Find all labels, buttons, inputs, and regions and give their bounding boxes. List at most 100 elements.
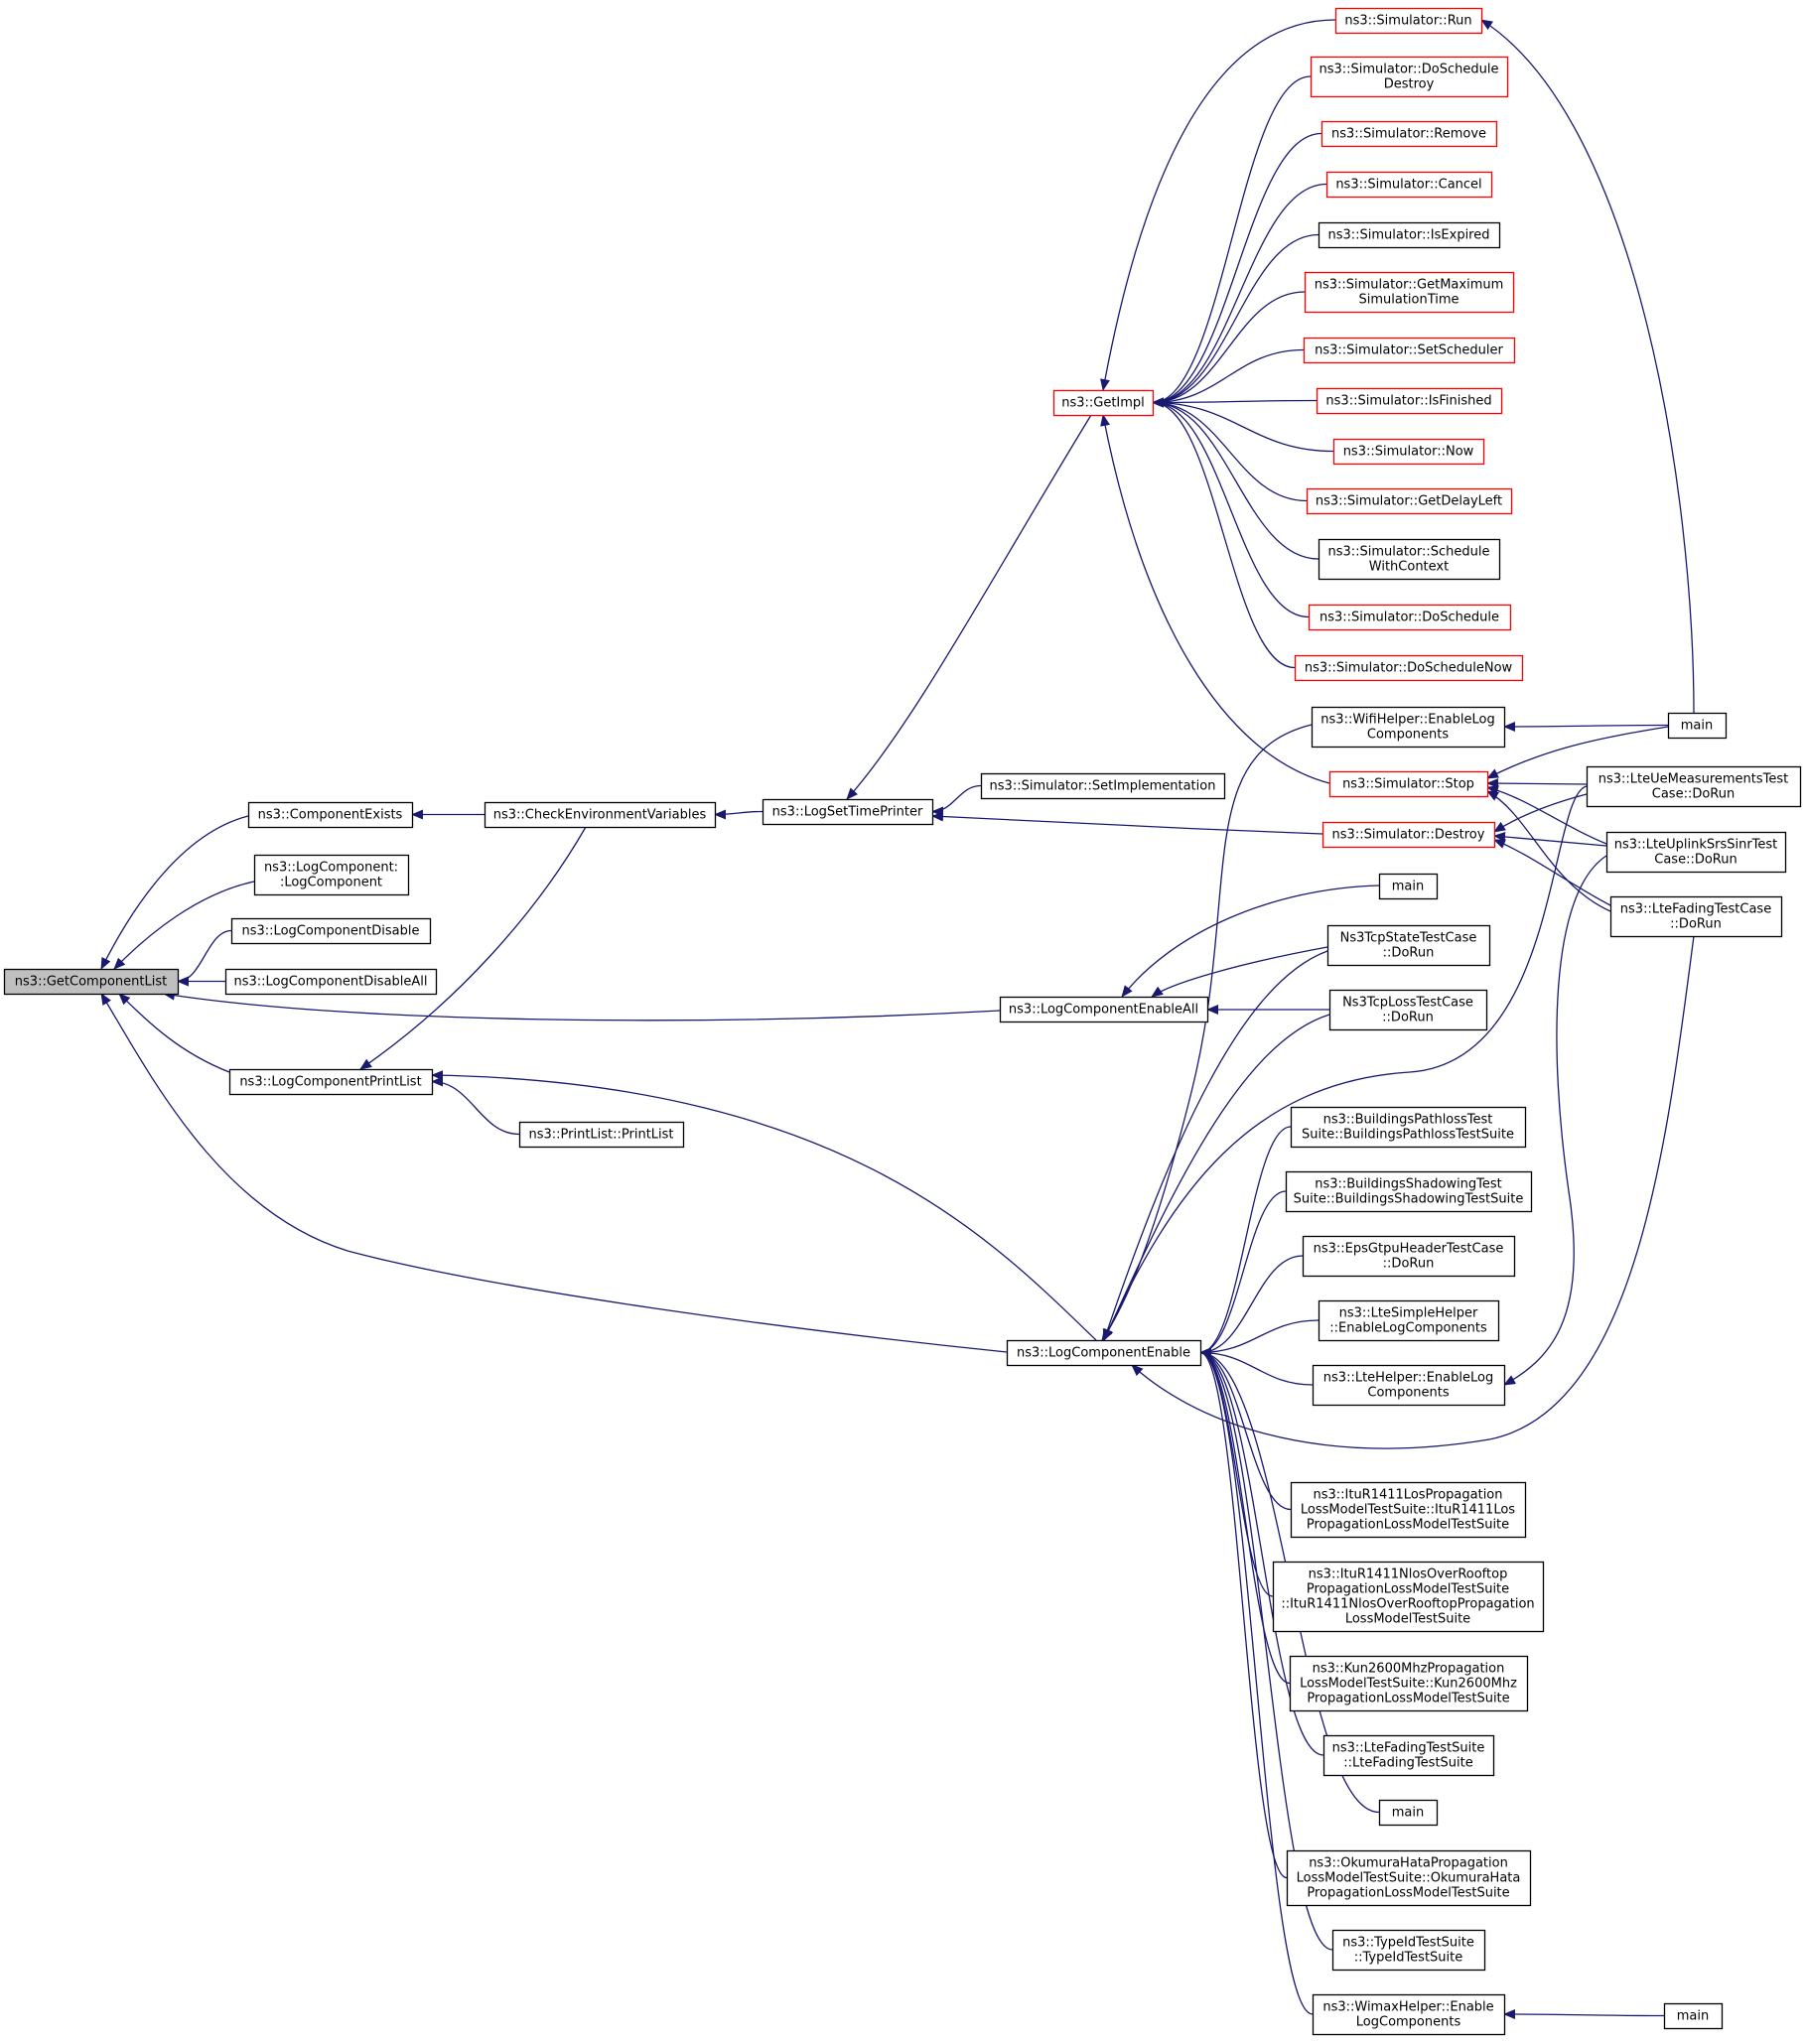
- edge-logcomponentenable-to-getcomponentlist: [100, 993, 1008, 1353]
- node-sim-getdelayleft[interactable]: ns3::Simulator::GetDelayLeft: [1306, 487, 1513, 515]
- node-sim-run[interactable]: ns3::Simulator::Run: [1334, 7, 1483, 35]
- node-label: Destroy: [1384, 77, 1435, 92]
- node-sim-doschedule[interactable]: ns3::Simulator::DoSchedule: [1308, 604, 1512, 631]
- node-componentexists[interactable]: ns3::ComponentExists: [247, 801, 414, 829]
- node-ns3tcpstate-dorun[interactable]: Ns3TcpStateTestCase::DoRun: [1326, 924, 1491, 967]
- node-label: ::DoRun: [1670, 917, 1722, 932]
- edge-printlist-to-logcomponentprintlist: [431, 1076, 520, 1136]
- node-ns3tcploss-dorun[interactable]: Ns3TcpLossTestCase::DoRun: [1328, 989, 1488, 1031]
- node-label: ns3::LogComponentDisable: [242, 924, 420, 939]
- node-printlist[interactable]: ns3::PrintList::PrintList: [518, 1121, 685, 1149]
- node-label: ns3::Simulator::DoSchedule: [1319, 63, 1498, 77]
- node-box: [253, 854, 410, 896]
- node-label: ns3::Simulator::Destroy: [1332, 828, 1485, 843]
- node-wifihelper-enablelog[interactable]: ns3::WifiHelper::EnableLogComponents: [1311, 706, 1506, 749]
- node-main-1[interactable]: main: [1667, 712, 1728, 740]
- node-checkenvironmentvariables[interactable]: ns3::CheckEnvironmentVariables: [484, 801, 717, 829]
- node-sim-remove[interactable]: ns3::Simulator::Remove: [1320, 120, 1498, 148]
- node-logcomponentenableall[interactable]: ns3::LogComponentEnableAll: [999, 996, 1209, 1023]
- node-box: [1303, 337, 1516, 364]
- node-logcomponentprintlist[interactable]: ns3::LogComponentPrintList: [228, 1068, 434, 1096]
- node-sim-isfinished[interactable]: ns3::Simulator::IsFinished: [1316, 387, 1503, 415]
- edge-ltefading-dorun-to-sim-stop: [1486, 790, 1611, 912]
- node-box: [1290, 1481, 1527, 1539]
- node-label: Suite::BuildingsShadowingTestSuite: [1294, 1192, 1524, 1207]
- node-main-3[interactable]: main: [1378, 1799, 1439, 1827]
- edge-ns3tcpstate-dorun-to-logcomponentenableall: [1151, 946, 1328, 998]
- node-ltesimplehelper-enablelog[interactable]: ns3::LteSimpleHelper::EnableLogComponent…: [1318, 1299, 1500, 1342]
- edge-sim-remove-to-getimpl: [1152, 132, 1322, 408]
- node-sim-cancel[interactable]: ns3::Simulator::Cancel: [1325, 171, 1493, 199]
- node-sim-setscheduler[interactable]: ns3::Simulator::SetScheduler: [1303, 337, 1516, 364]
- node-label: ns3::LteUplinkSrsSinrTest: [1614, 838, 1778, 853]
- edge-sim-isexpired-to-getimpl: [1152, 233, 1320, 408]
- node-label: main: [1392, 880, 1424, 894]
- node-box: [980, 772, 1226, 800]
- node-getimpl[interactable]: ns3::GetImpl: [1052, 389, 1155, 417]
- node-box: [1290, 1106, 1527, 1149]
- node-label: PropagationLossModelTestSuite: [1307, 1582, 1509, 1597]
- node-label: ns3::Simulator::Cancel: [1335, 178, 1481, 193]
- edge-epsgtpu-dorun-to-logcomponentenable: [1199, 1255, 1304, 1358]
- node-label: ns3::Simulator::GetDelayLeft: [1316, 494, 1502, 509]
- node-box: [230, 917, 432, 945]
- node-box: [1006, 1339, 1202, 1367]
- node-label: ns3::LogComponentDisableAll: [233, 975, 427, 990]
- node-ltefadingtestsuite[interactable]: ns3::LteFadingTestSuite::LteFadingTestSu…: [1322, 1734, 1495, 1777]
- edge-logsettimeprinter-to-checkenvironmentvariables: [714, 809, 764, 820]
- node-label: ns3::Simulator::SetImplementation: [990, 779, 1216, 794]
- node-label: PropagationLossModelTestSuite: [1307, 1518, 1509, 1533]
- node-buildingspathloss[interactable]: ns3::BuildingsPathlossTestSuite::Buildin…: [1290, 1106, 1527, 1149]
- node-getcomponentlist[interactable]: ns3::GetComponentList: [3, 968, 180, 996]
- node-sim-now[interactable]: ns3::Simulator::Now: [1332, 438, 1485, 466]
- node-logcomponent-ctor[interactable]: ns3::LogComponent::LogComponent: [253, 854, 410, 896]
- node-box: [1663, 2002, 1724, 2030]
- edge-checkenvironmentvariables-to-logcomponentprintlist: [359, 826, 587, 1070]
- node-label: Case::DoRun: [1654, 853, 1737, 868]
- node-label: ns3::BuildingsPathlossTest: [1323, 1113, 1493, 1128]
- node-setimplementation[interactable]: ns3::Simulator::SetImplementation: [980, 772, 1226, 800]
- node-buildingsshadowing[interactable]: ns3::BuildingsShadowingTestSuite::Buildi…: [1285, 1170, 1533, 1213]
- node-box: [1332, 438, 1485, 466]
- node-label: ns3::BuildingsShadowingTest: [1315, 1177, 1502, 1192]
- edge-main-2-to-logcomponentenableall: [1121, 885, 1380, 998]
- node-label: ns3::Simulator::SetScheduler: [1315, 343, 1503, 358]
- edge-sim-schedulewithcontext-to-getimpl: [1152, 397, 1320, 560]
- node-epsgtpu-dorun[interactable]: ns3::EpsGtpuHeaderTestCase::DoRun: [1302, 1235, 1516, 1278]
- edge-kun2600-to-logcomponentenable: [1199, 1347, 1291, 1685]
- node-wimaxhelper-enablelog[interactable]: ns3::WimaxHelper::EnableLogComponents: [1312, 1993, 1506, 2036]
- edge-sim-cancel-to-getimpl: [1152, 183, 1327, 408]
- node-box: [1334, 7, 1483, 35]
- node-ltefading-dorun[interactable]: ns3::LteFadingTestCase::DoRun: [1609, 895, 1783, 938]
- node-box: [1667, 712, 1728, 740]
- node-main-2[interactable]: main: [1378, 873, 1439, 900]
- node-itur1411los[interactable]: ns3::ItuR1411LosPropagationLossModelTest…: [1290, 1481, 1527, 1539]
- node-sim-doschedulenow[interactable]: ns3::Simulator::DoScheduleNow: [1294, 654, 1524, 682]
- node-label: ns3::LteFadingTestSuite: [1332, 1741, 1485, 1756]
- node-label: ::DoRun: [1382, 1011, 1434, 1025]
- node-logcomponentdisable[interactable]: ns3::LogComponentDisable: [230, 917, 432, 945]
- node-label: ns3::Simulator::Stop: [1342, 777, 1474, 792]
- node-sim-destroy[interactable]: ns3::Simulator::Destroy: [1321, 821, 1496, 849]
- node-logsettimeprinter[interactable]: ns3::LogSetTimePrinter: [762, 798, 934, 826]
- edge-ltefading-dorun-to-sim-destroy: [1493, 839, 1611, 906]
- node-sim-stop[interactable]: ns3::Simulator::Stop: [1328, 770, 1489, 798]
- node-typeidtestsuite[interactable]: ns3::TypeIdTestSuite::TypeIdTestSuite: [1331, 1929, 1486, 1972]
- node-label: ::DoRun: [1383, 946, 1435, 961]
- node-logcomponentdisableall[interactable]: ns3::LogComponentDisableAll: [224, 968, 438, 996]
- node-okumurahata[interactable]: ns3::OkumuraHataPropagationLossModelTest…: [1286, 1849, 1532, 1907]
- node-itur1411nlos[interactable]: ns3::ItuR1411NlosOverRooftopPropagationL…: [1272, 1561, 1545, 1633]
- edge-okumurahata-to-logcomponentenable: [1199, 1347, 1288, 1879]
- node-logcomponentenable[interactable]: ns3::LogComponentEnable: [1006, 1339, 1202, 1367]
- node-sim-isexpired[interactable]: ns3::Simulator::IsExpired: [1318, 221, 1501, 249]
- node-ltehelper-enablelog[interactable]: ns3::LteHelper::EnableLogComponents: [1312, 1364, 1506, 1407]
- node-label: ns3::LteHelper::EnableLog: [1323, 1371, 1493, 1386]
- node-kun2600[interactable]: ns3::Kun2600MhzPropagationLossModelTestS…: [1289, 1655, 1529, 1712]
- node-box: [1286, 1849, 1532, 1907]
- node-main-4[interactable]: main: [1663, 2002, 1724, 2030]
